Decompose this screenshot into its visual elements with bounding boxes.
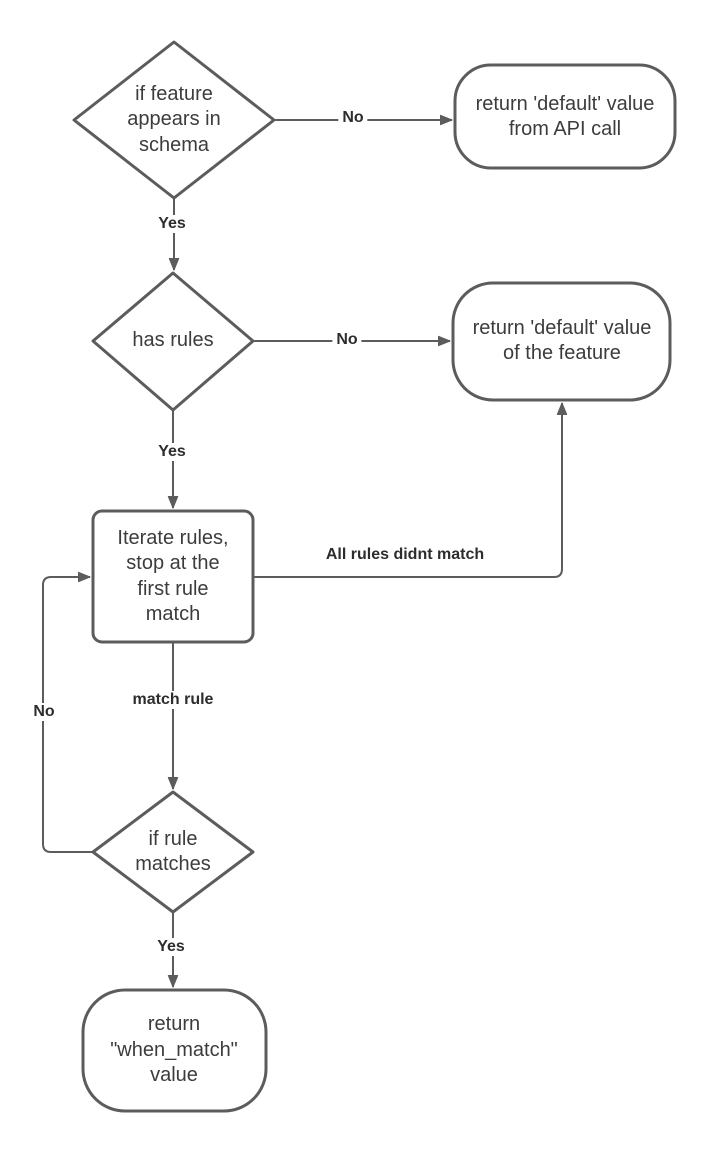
edge-all-rules-didnt-match bbox=[253, 402, 568, 578]
edge-label-schema-yes: Yes bbox=[154, 215, 190, 233]
edge-label-rules-yes: Yes bbox=[154, 443, 190, 461]
edge-label-rules-no: No bbox=[332, 331, 362, 349]
terminator-return-when-match-shape bbox=[81, 988, 268, 1113]
terminator-return-default-api-shape bbox=[453, 63, 677, 170]
edge-label-all-rules-didnt-match: All rules didnt match bbox=[321, 546, 489, 564]
edge-label-match-rule: match rule bbox=[128, 691, 218, 709]
decision-feature-in-schema-label: if feature appears in schema bbox=[127, 82, 221, 156]
decision-if-rule-matches-label: if rule matches bbox=[135, 827, 211, 875]
terminator-return-default-feature-label: return 'default' value of the feature bbox=[472, 316, 652, 364]
edge-label-schema-no: No bbox=[338, 109, 368, 127]
terminator-return-default-api-label: return 'default' value from API call bbox=[475, 92, 655, 140]
terminator-return-when-match-label: return "when_match" value bbox=[110, 1013, 238, 1087]
edge-label-match-no: No bbox=[29, 703, 59, 721]
decision-has-rules-label: has rules bbox=[132, 329, 214, 352]
process-iterate-rules-label: Iterate rules, stop at the first rule ma… bbox=[117, 526, 229, 625]
terminator-return-default-feature-shape bbox=[451, 281, 672, 402]
edge-label-match-yes: Yes bbox=[153, 938, 189, 956]
